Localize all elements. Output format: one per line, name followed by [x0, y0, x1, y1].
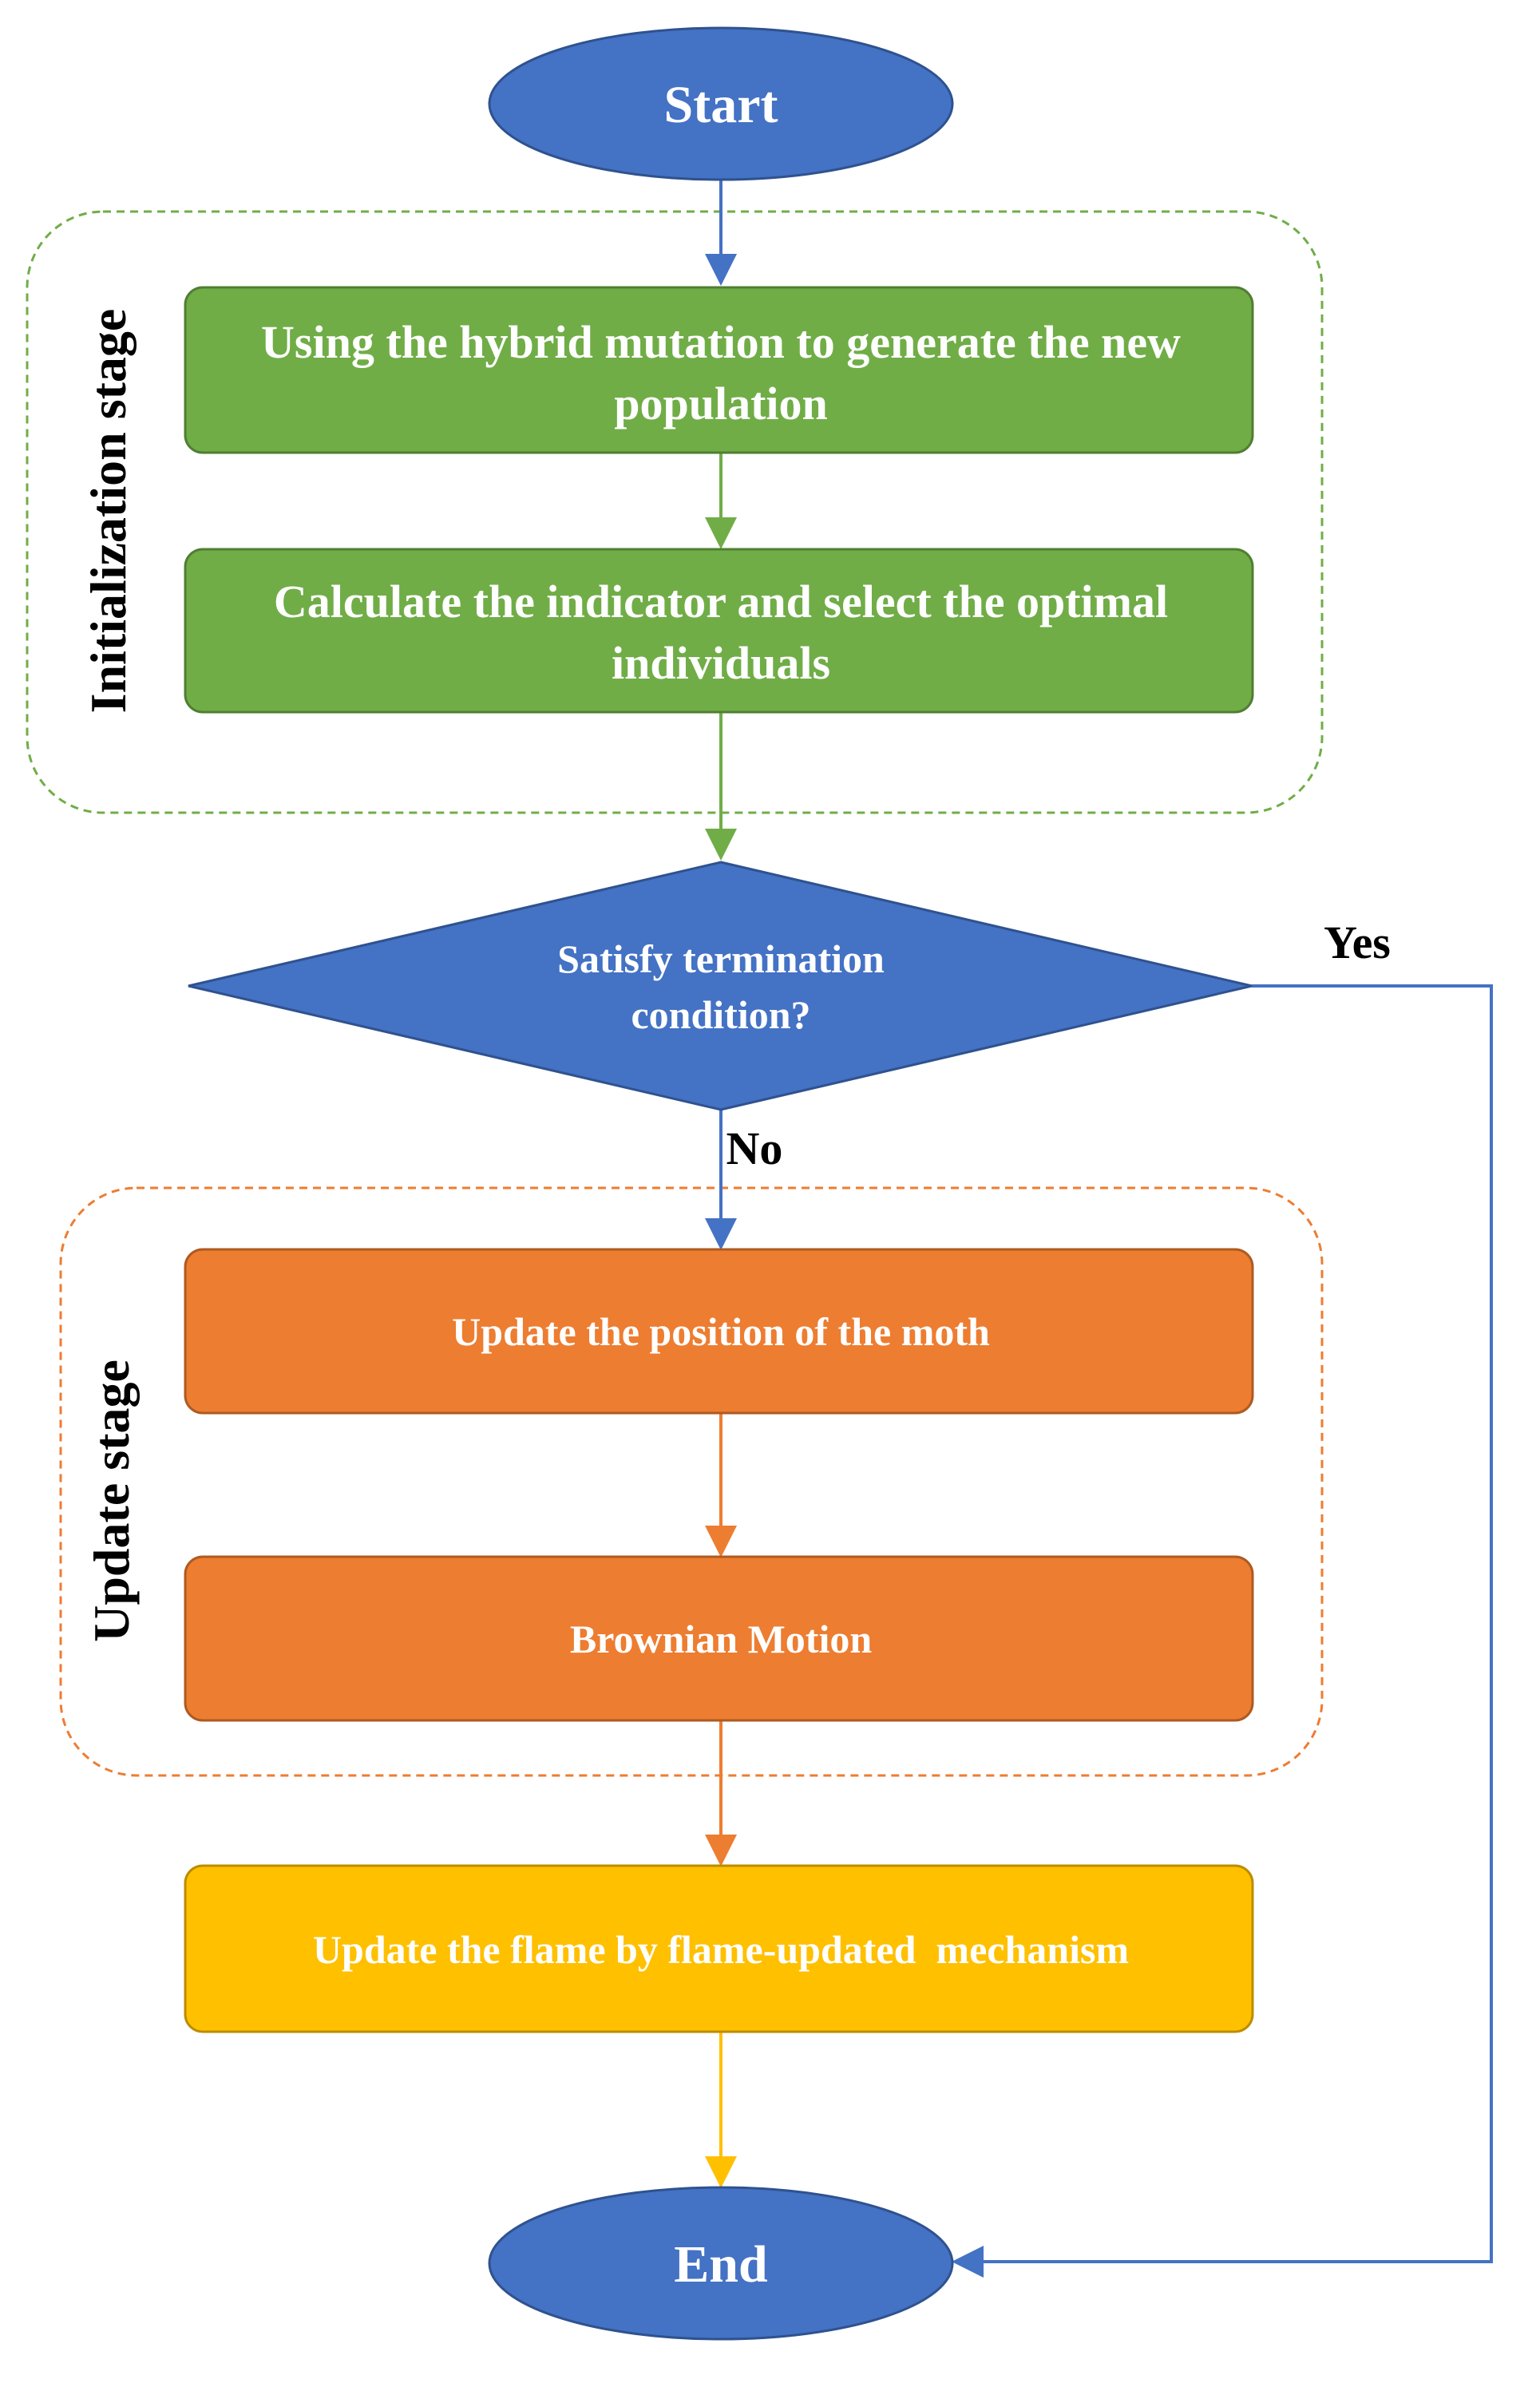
- svg-text:Start: Start: [664, 76, 778, 134]
- hybrid-mutation-step: Using the hybrid mutation to generate th…: [184, 286, 1254, 454]
- update-flame-step: Update the flame by flame-updated mechan…: [184, 1864, 1254, 2033]
- initialization-stage-container: [26, 210, 1324, 814]
- svg-text:condition?: condition?: [631, 992, 810, 1037]
- start-node: Start: [488, 26, 954, 181]
- end-node: End: [488, 2186, 954, 2341]
- update-stage-container: [59, 1186, 1324, 1777]
- brownian-motion-step: Brownian Motion: [184, 1555, 1254, 1722]
- calculate-indicator-step: Calculate the indicator and select the o…: [184, 548, 1254, 714]
- svg-text:individuals: individuals: [612, 637, 830, 689]
- yes-label: Yes: [1324, 916, 1391, 968]
- update-position-step: Update the position of the moth: [184, 1248, 1254, 1415]
- svg-text:Update the flame by flame-upda: Update the flame by flame-updated mechan…: [313, 1927, 1129, 1972]
- svg-text:Satisfy termination: Satisfy termination: [557, 936, 885, 981]
- no-label: No: [726, 1122, 783, 1174]
- initialization-stage-label: Initialization stage: [80, 309, 137, 714]
- svg-text:Update the position of the mot: Update the position of the moth: [452, 1309, 990, 1354]
- svg-text:Brownian Motion: Brownian Motion: [570, 1617, 872, 1661]
- edge-termination-yes-to-end: [952, 984, 1493, 2278]
- update-stage-label: Update stage: [83, 1360, 140, 1642]
- termination-decision: Satisfy termination condition?: [188, 861, 1253, 1111]
- svg-text:population: population: [614, 378, 828, 430]
- svg-text:End: End: [674, 2235, 767, 2294]
- svg-text:Calculate the indicator and se: Calculate the indicator and select the o…: [274, 576, 1168, 627]
- svg-text:Using the hybrid mutation to g: Using the hybrid mutation to generate th…: [261, 316, 1181, 368]
